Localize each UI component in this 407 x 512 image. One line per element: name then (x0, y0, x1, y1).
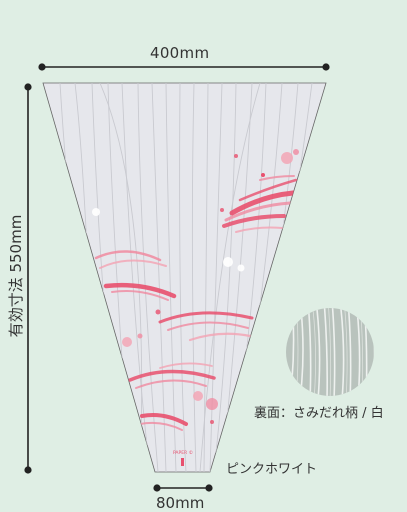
top-dimension-line (38, 63, 330, 71)
back-pattern-label: 裏面：さみだれ柄 / 白 (254, 406, 384, 421)
bag-brand-print: PAPER © (173, 449, 193, 466)
bag-brand-text: PAPER © (173, 449, 193, 456)
decorative-dots (92, 149, 299, 424)
bottom-dimension-line (153, 484, 213, 492)
bottom-width-label: 80mm (156, 494, 205, 512)
top-width-label: 400mm (150, 44, 210, 62)
pink-brush-strokes (94, 175, 298, 431)
height-label: 有効寸法 550mm (7, 214, 25, 338)
height-dimension-line (24, 83, 32, 474)
back-pattern-swatch (286, 308, 374, 396)
bag-brand-mark (181, 458, 184, 466)
color-name-label: ピンクホワイト (226, 462, 318, 477)
